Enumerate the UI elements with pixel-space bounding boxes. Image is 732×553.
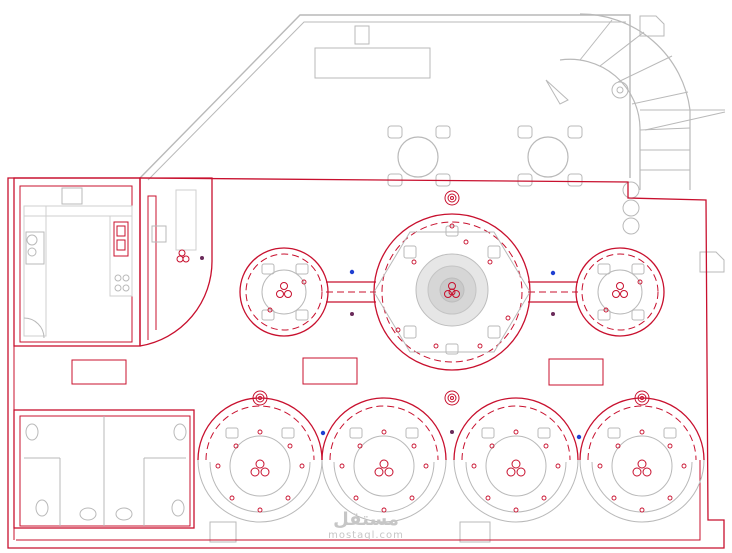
central-round-bar	[373, 213, 531, 371]
light-cluster	[506, 459, 526, 477]
terrace-dining-set-right	[517, 125, 583, 187]
light-fixtures	[176, 249, 652, 477]
light-cluster	[374, 459, 394, 477]
spiral-staircase	[559, 13, 726, 273]
bar-stools	[403, 225, 501, 355]
spiral-fixture	[444, 190, 460, 206]
dining-pod-upper-left	[239, 247, 329, 337]
restaurant-outer-walls	[7, 177, 725, 549]
spiral-ceiling-fixtures	[252, 190, 650, 406]
terrace-dining-set-left	[387, 125, 451, 187]
reception-counter	[139, 177, 213, 347]
light-cluster	[632, 459, 652, 477]
kitchen	[13, 177, 141, 347]
sprinkler-points	[320, 269, 582, 440]
spiral-fixture	[252, 390, 268, 406]
light-cluster	[612, 282, 628, 298]
mostaql-watermark: مستقل mostaql.com	[316, 510, 416, 544]
dark-points	[200, 256, 555, 434]
spiral-fixture	[634, 390, 650, 406]
pod-connectors	[326, 281, 578, 303]
light-cluster	[250, 459, 270, 477]
watermark-arabic: مستقل	[333, 509, 399, 530]
spiral-fixture	[444, 390, 460, 406]
restrooms	[13, 409, 195, 529]
spot-lights	[215, 223, 687, 513]
service-counters	[71, 357, 604, 386]
watermark-latin: mostaql.com	[328, 530, 404, 541]
light-cluster	[176, 249, 190, 263]
existing-building-outline	[139, 14, 631, 543]
booth-pod-1	[197, 397, 323, 523]
booth-pod-4	[579, 397, 705, 523]
light-cluster	[276, 282, 292, 298]
dining-pod-upper-right	[575, 247, 665, 337]
light-cluster	[444, 282, 460, 298]
